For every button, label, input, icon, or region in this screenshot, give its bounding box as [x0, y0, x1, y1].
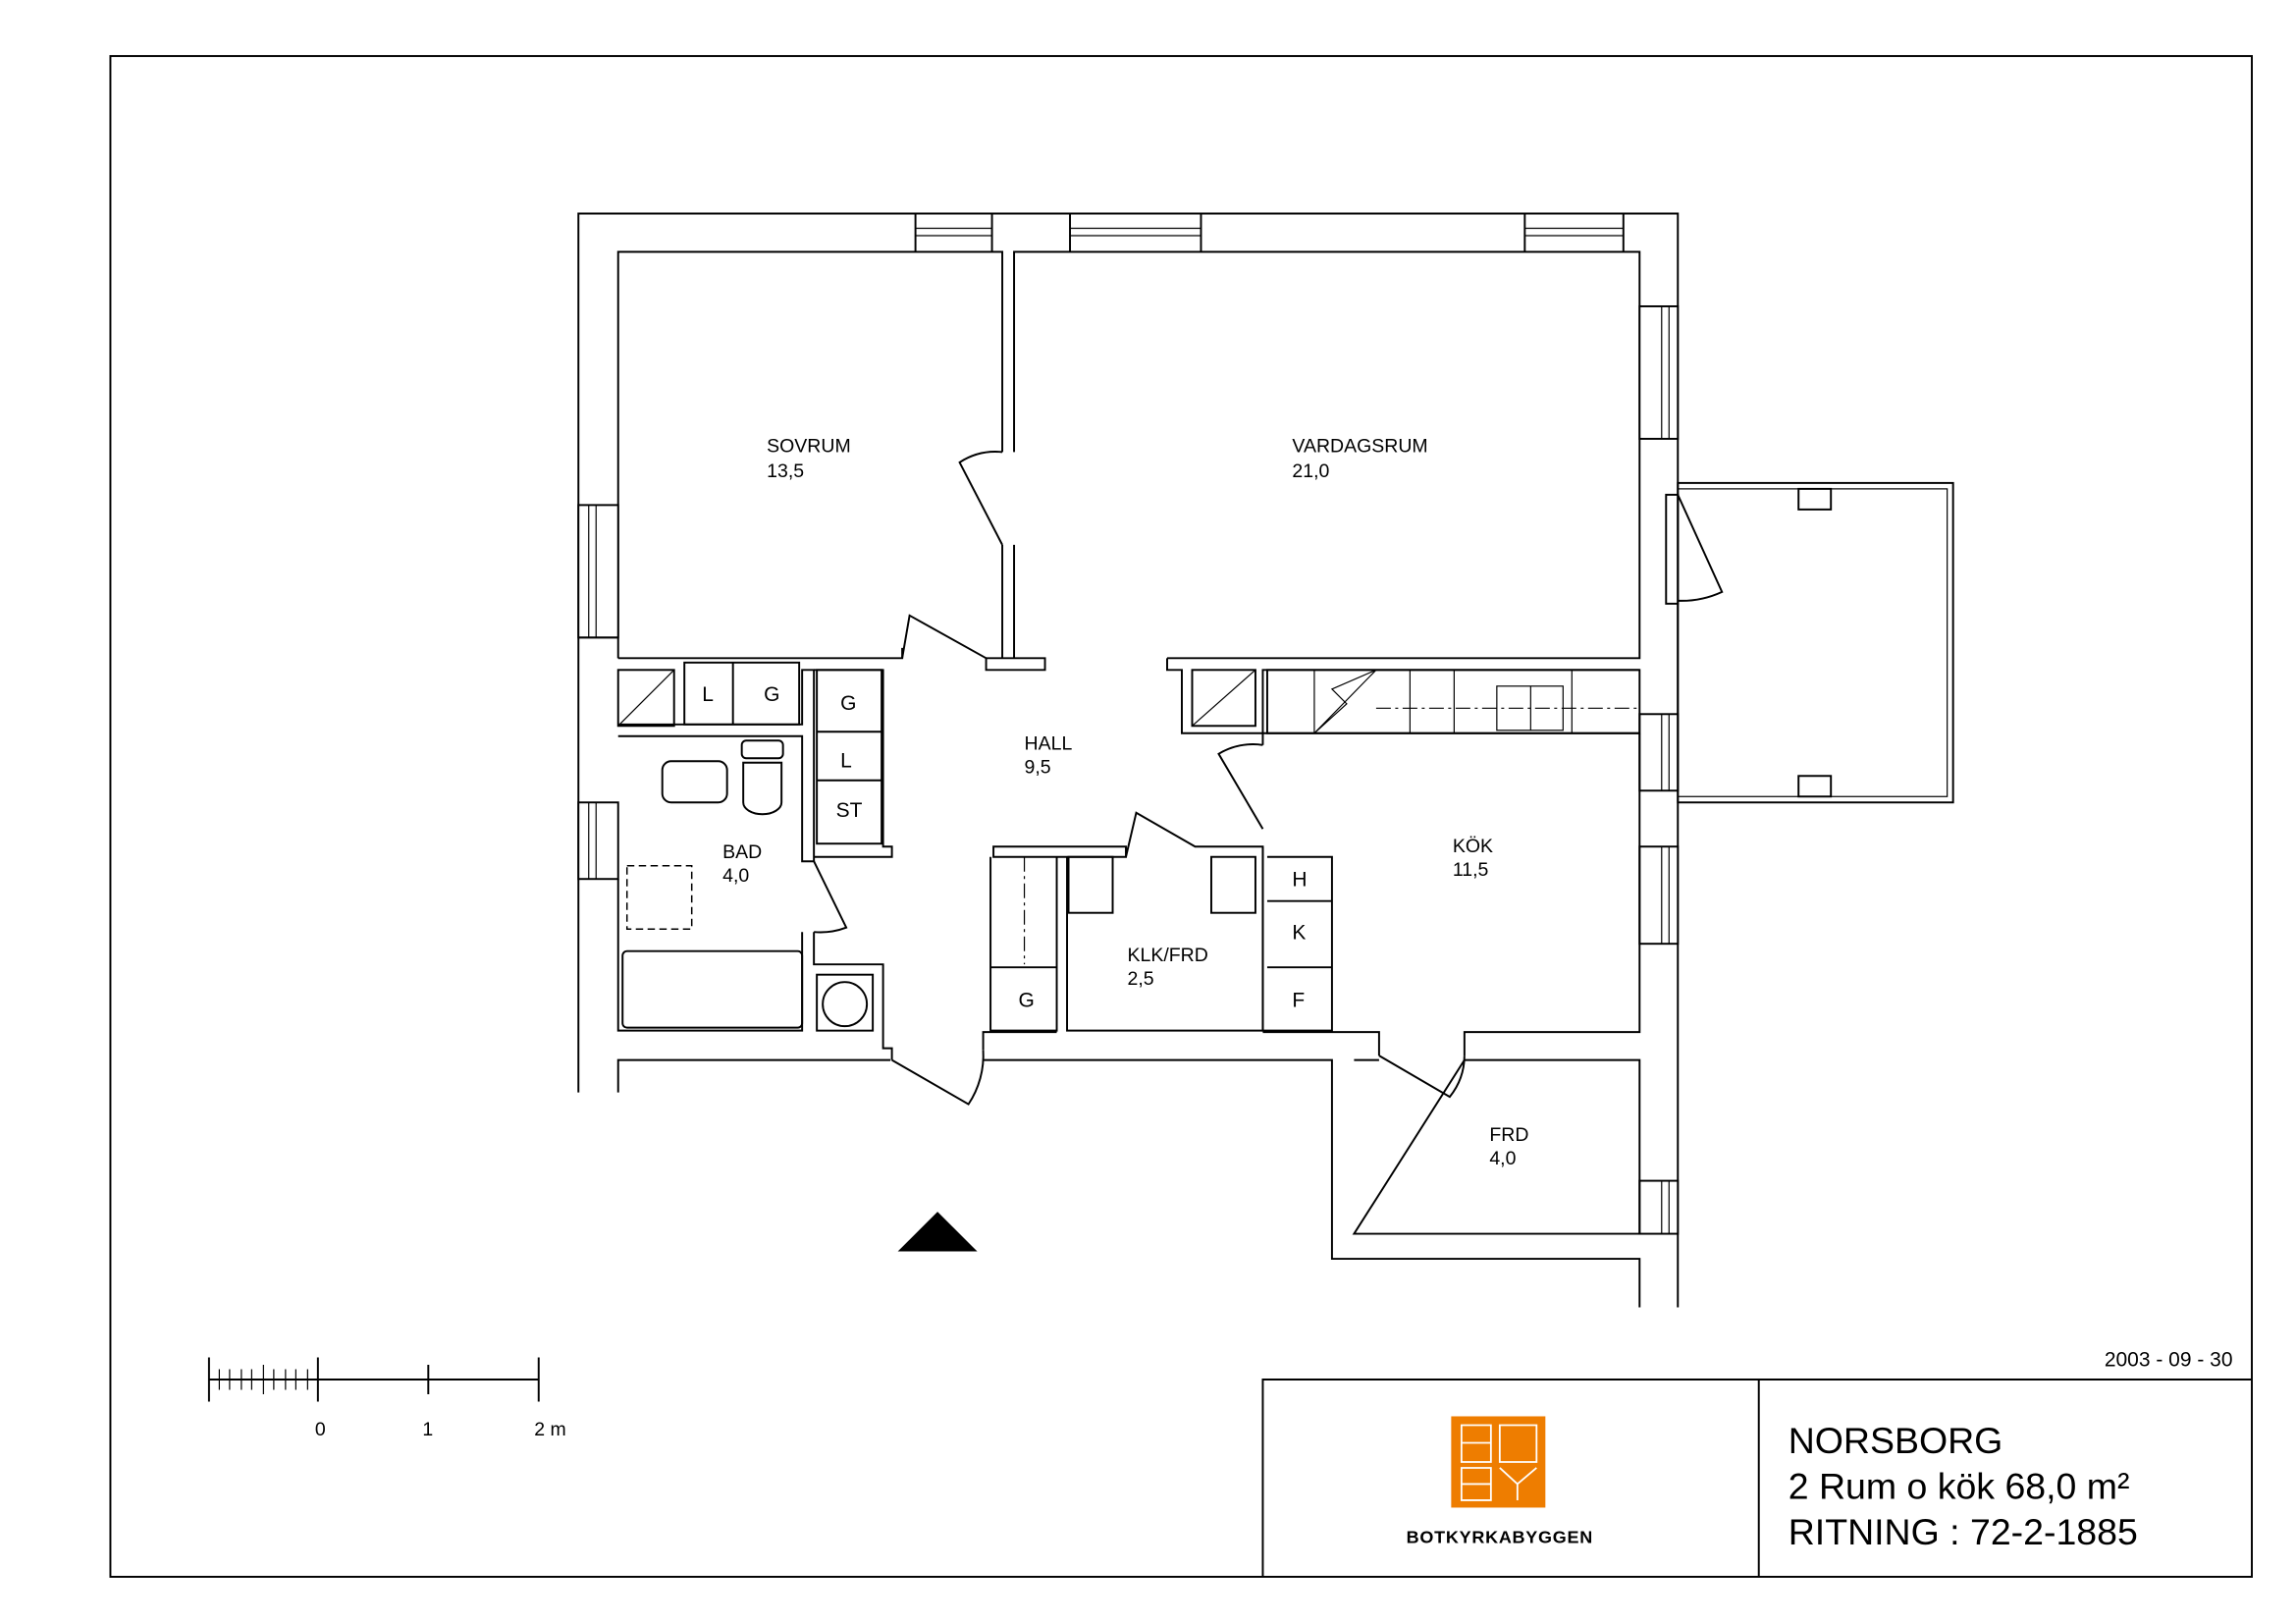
sink-icon [661, 760, 728, 804]
scale-bar: 0 1 2 m [207, 1357, 566, 1440]
room-label-bad: BAD [722, 841, 762, 863]
room-label-hall: HALL [1025, 732, 1073, 754]
fixture-label: F [1292, 990, 1305, 1012]
toilet-icon [740, 739, 784, 760]
project-location: NORSBORG [1789, 1420, 2003, 1461]
balcony [1677, 481, 1954, 804]
scale-label: 0 [315, 1419, 326, 1440]
fixture-label: G [1019, 990, 1035, 1012]
scale-label: 2 m [534, 1419, 565, 1440]
sheet-border [109, 55, 2253, 1578]
title-block: BOTKYRKABYGGEN NORSBORG 2 Rum o kök 68,0… [1261, 1379, 2253, 1577]
bathtub-icon [621, 949, 804, 1029]
fixture-label: G [764, 683, 779, 706]
apartment-description: 2 Rum o kök 68,0 m² [1789, 1465, 2130, 1506]
room-label-sovrum: SOVRUM [767, 435, 851, 457]
room-area-sovrum: 13,5 [767, 460, 804, 482]
north-arrow-icon [897, 1212, 978, 1252]
room-label-frd: FRD [1489, 1124, 1528, 1146]
company-name: BOTKYRKABYGGEN [1407, 1527, 1593, 1546]
fixture-label: ST [836, 799, 863, 822]
fixture-label: G [840, 692, 856, 715]
shower-area [625, 864, 693, 930]
fixture-label: L [702, 683, 714, 706]
room-label-klk-frd: KLK/FRD [1128, 945, 1208, 966]
drawing-number: RITNING : 72-2-1885 [1789, 1511, 2138, 1552]
washing-machine-icon [822, 981, 869, 1028]
room-area-bad: 4,0 [722, 865, 749, 887]
room-label-vardagsrum: VARDAGSRUM [1292, 435, 1427, 457]
scale-label: 1 [422, 1419, 433, 1440]
room-area-frd: 4,0 [1489, 1148, 1516, 1169]
fixture-label: H [1292, 869, 1307, 892]
drawing-date: 2003 - 09 - 30 [2105, 1349, 2233, 1372]
room-area-kok: 11,5 [1453, 859, 1489, 881]
logo-letters [1460, 1424, 1538, 1501]
room-area-hall: 9,5 [1025, 756, 1051, 778]
fixture-label: K [1292, 922, 1306, 945]
room-label-kok: KÖK [1453, 836, 1493, 857]
room-area-klk-frd: 2,5 [1128, 968, 1154, 990]
fixture-label: L [840, 749, 852, 772]
room-area-vardagsrum: 21,0 [1292, 460, 1329, 482]
walls [577, 212, 1954, 1308]
